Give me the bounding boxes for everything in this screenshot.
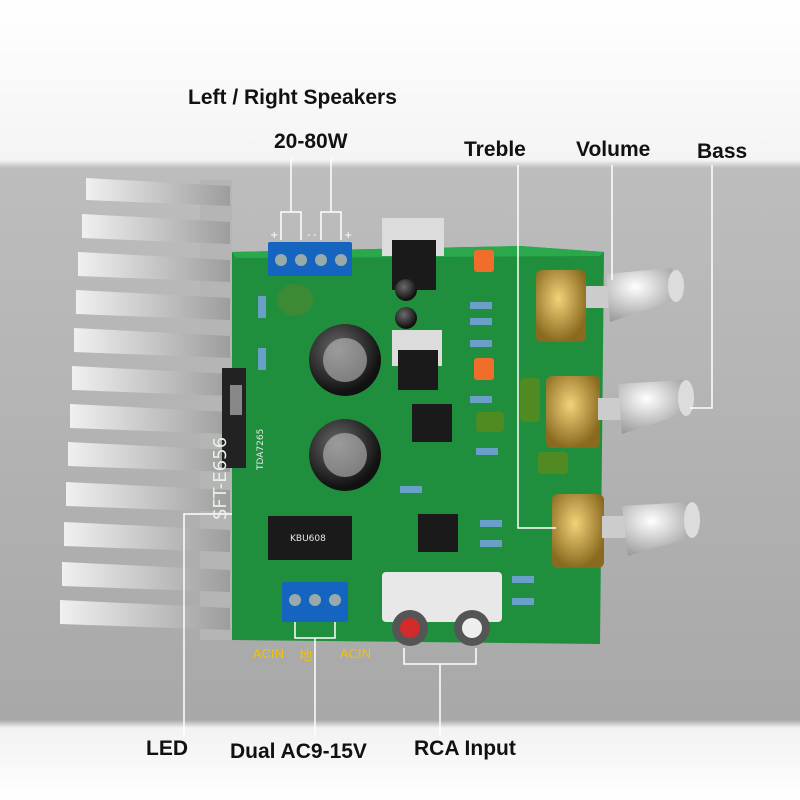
input-ic — [418, 514, 458, 552]
tone-ic — [412, 404, 452, 442]
acin-left-label: ACIN — [253, 646, 285, 661]
power-terminal — [282, 582, 348, 622]
volume-label: Volume — [576, 138, 651, 161]
speakers-title-label: Left / Right Speakers — [188, 86, 397, 109]
rca-jack — [382, 572, 502, 646]
bridge-rectifier — [268, 516, 352, 560]
rectifier-text: KBU608 — [290, 534, 326, 544]
bass-label: Bass — [697, 140, 748, 163]
rca-input-label: RCA Input — [414, 737, 516, 760]
led-label: LED — [146, 737, 188, 760]
svg-text:-: - — [313, 230, 317, 241]
board-model-text: SFT-E656 — [210, 436, 231, 520]
bass-callout — [690, 165, 713, 409]
amp-ic-text: TDA7265 — [256, 428, 266, 470]
ground-label: 地 — [299, 648, 313, 663]
power-input-label: Dual AC9-15V — [230, 740, 367, 763]
speaker-terminal — [268, 242, 352, 276]
treble-label: Treble — [464, 138, 526, 161]
svg-text:+: + — [344, 230, 352, 241]
led-callout — [183, 513, 232, 735]
svg-text:+: + — [270, 230, 278, 241]
speakers-power-label: 20-80W — [274, 130, 348, 153]
volume-pot[interactable] — [536, 268, 684, 342]
amp-ic — [222, 368, 246, 468]
treble-pot[interactable] — [552, 494, 700, 568]
svg-text:-: - — [307, 230, 311, 241]
speaker-callout — [280, 158, 342, 240]
acin-right-label: ACIN — [340, 646, 372, 661]
heatsink — [60, 178, 232, 640]
treble-callout — [517, 165, 556, 529]
bass-pot[interactable] — [546, 376, 694, 448]
